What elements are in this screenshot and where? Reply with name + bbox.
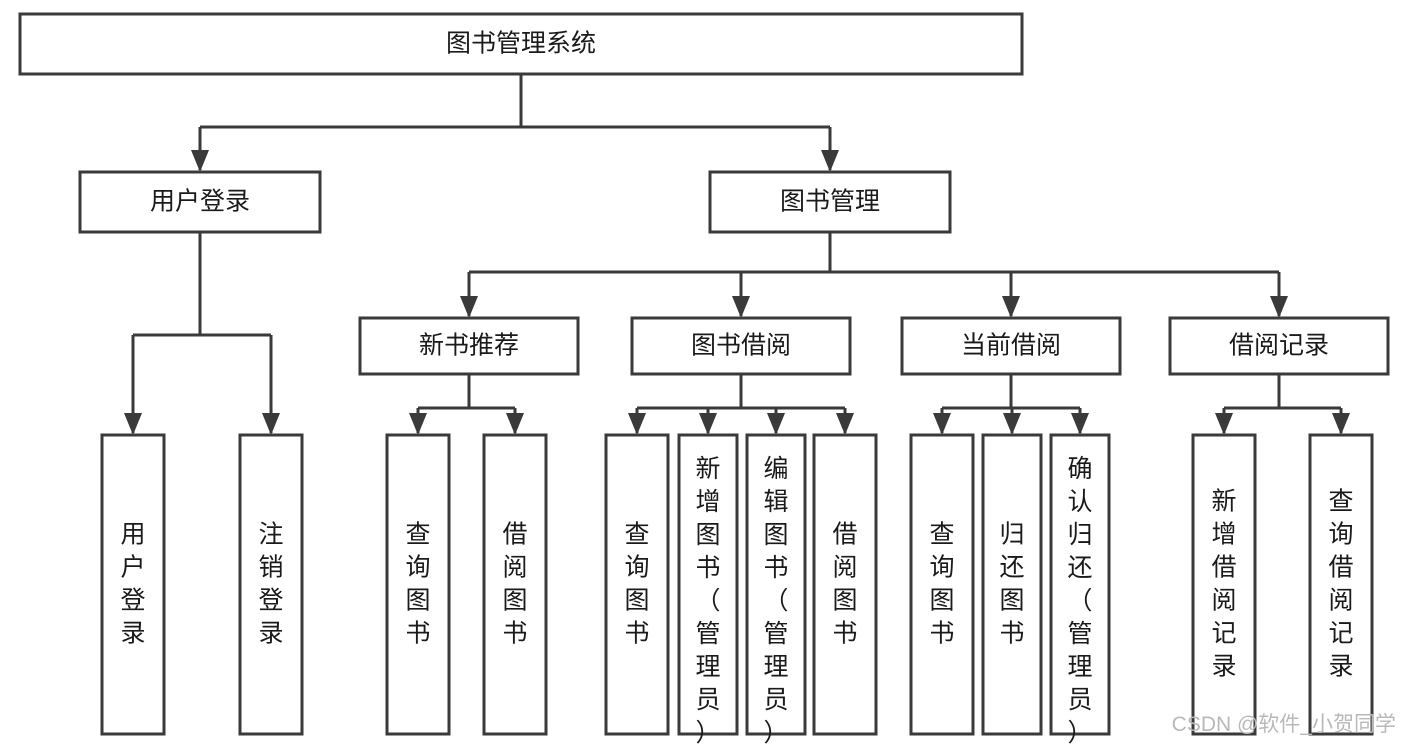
node-root[interactable]: 图书管理系统 [18, 12, 1024, 76]
arrow-head [506, 413, 524, 435]
node-layer: 图书管理系统用户登录图书管理新书推荐图书借阅当前借阅借阅记录用户登录注销登录查询… [18, 12, 1390, 747]
node-rect [677, 433, 739, 736]
node-rect [78, 170, 322, 234]
node-rect [745, 433, 807, 736]
node-label: 新增借阅记录 [1211, 487, 1236, 680]
node-leaf-borrow-book-recommend[interactable]: 借阅图书 [482, 433, 548, 736]
arrow-head [124, 413, 142, 435]
node-leaf-edit-book[interactable]: 编辑图书（管理员） [745, 433, 807, 747]
arrow-head [1002, 296, 1020, 318]
node-label: 用户登录 [150, 188, 250, 216]
arrow-head [836, 413, 854, 435]
arrow-head [1003, 413, 1021, 435]
arrow-head [732, 296, 750, 318]
node-rect [358, 316, 580, 376]
node-label: 借阅图书 [502, 520, 527, 647]
node-leaf-return-book[interactable]: 归还图书 [981, 433, 1043, 736]
node-rect [385, 433, 451, 736]
arrow-head [699, 413, 717, 435]
node-leaf-query-book-current[interactable]: 查询图书 [909, 433, 975, 736]
node-rect [981, 433, 1043, 736]
node-rect [604, 433, 670, 736]
node-leaf-borrow-book[interactable]: 借阅图书 [812, 433, 878, 736]
csdn-watermark: CSDN @软件_小贺同学 [1172, 713, 1396, 736]
node-label: 新书推荐 [419, 332, 519, 360]
node-rect [812, 433, 878, 736]
arrow-head [1071, 413, 1089, 435]
node-label: 查询图书 [624, 520, 649, 647]
arrow-head [821, 150, 839, 172]
arrow-head [191, 150, 209, 172]
node-leaf-query-book-borrow[interactable]: 查询图书 [604, 433, 670, 736]
node-label: 新增图书（管理员） [695, 455, 720, 747]
node-leaf-confirm-return[interactable]: 确认归还（管理员） [1049, 433, 1111, 747]
arrow-head [1270, 296, 1288, 318]
node-label: 注销登录 [258, 520, 283, 647]
node-label: 归还图书 [999, 520, 1024, 647]
node-rect [900, 316, 1122, 376]
node-rect [482, 433, 548, 736]
node-rect [708, 170, 952, 234]
node-rect [909, 433, 975, 736]
node-label: 图书管理 [780, 188, 880, 216]
node-rect [100, 433, 166, 736]
node-rect [1049, 433, 1111, 736]
node-borrow-record[interactable]: 借阅记录 [1168, 316, 1390, 376]
node-current-borrow[interactable]: 当前借阅 [900, 316, 1122, 376]
node-label: 用户登录 [120, 520, 145, 647]
node-new-book-recommend[interactable]: 新书推荐 [358, 316, 580, 376]
node-label: 确认归还（管理员） [1067, 455, 1092, 747]
node-leaf-query-borrow-record[interactable]: 查询借阅记录 [1308, 433, 1374, 736]
arrow-head [460, 296, 478, 318]
arrow-head [767, 413, 785, 435]
arrow-head [1215, 413, 1233, 435]
node-book-management[interactable]: 图书管理 [708, 170, 952, 234]
node-label: 编辑图书（管理员） [763, 455, 788, 747]
node-rect [238, 433, 304, 736]
node-rect [1168, 316, 1390, 376]
node-leaf-user-login[interactable]: 用户登录 [100, 433, 166, 736]
arrow-head [933, 413, 951, 435]
node-book-borrow[interactable]: 图书借阅 [630, 316, 852, 376]
arrow-head [1332, 413, 1350, 435]
node-label: 借阅记录 [1229, 332, 1329, 360]
node-label: 图书借阅 [691, 332, 791, 360]
arrow-head [262, 413, 280, 435]
node-rect [630, 316, 852, 376]
node-leaf-add-book[interactable]: 新增图书（管理员） [677, 433, 739, 747]
node-label: 当前借阅 [961, 332, 1061, 360]
arrow-head [409, 413, 427, 435]
node-rect [1191, 433, 1257, 736]
node-leaf-query-book-recommend[interactable]: 查询图书 [385, 433, 451, 736]
node-label: 图书管理系统 [446, 30, 596, 58]
node-label: 查询图书 [405, 520, 430, 647]
arrow-head [628, 413, 646, 435]
node-label: 查询借阅记录 [1328, 487, 1353, 680]
connector-layer [124, 74, 1350, 435]
node-label: 借阅图书 [832, 520, 857, 647]
node-rect [1308, 433, 1374, 736]
node-leaf-add-borrow-record[interactable]: 新增借阅记录 [1191, 433, 1257, 736]
node-label: 查询图书 [929, 520, 954, 647]
node-user-login[interactable]: 用户登录 [78, 170, 322, 234]
node-rect [18, 12, 1024, 76]
node-leaf-logout[interactable]: 注销登录 [238, 433, 304, 736]
